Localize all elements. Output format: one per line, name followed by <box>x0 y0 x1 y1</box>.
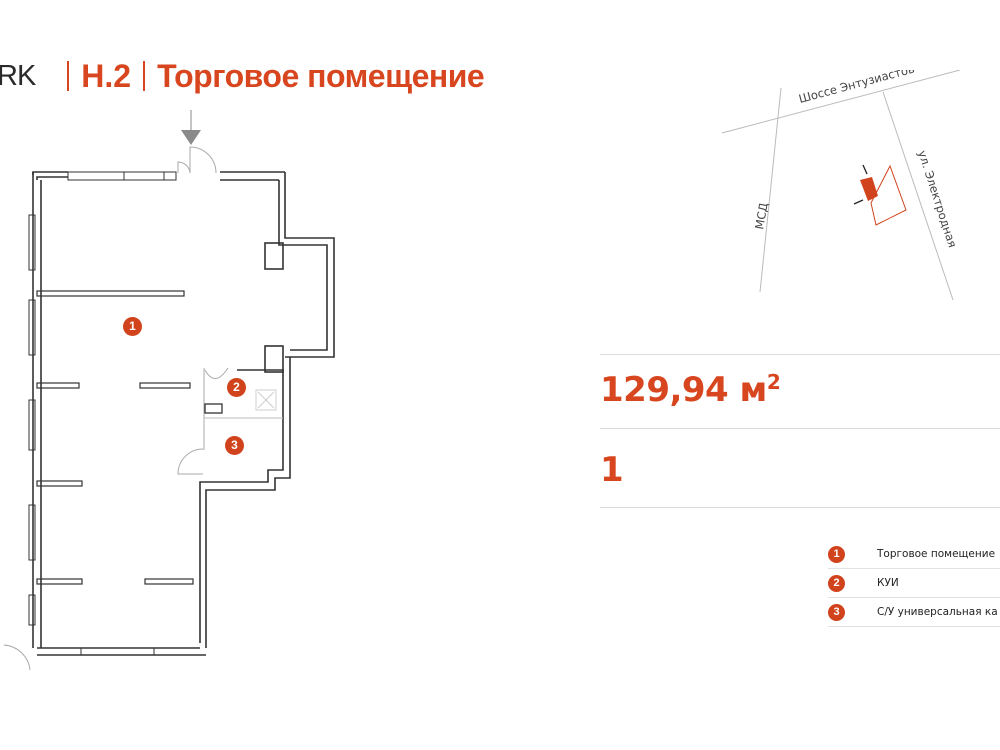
floor-plan <box>3 110 335 671</box>
site-map: Шоссе Энтузиастов МСД ул. Электродная <box>721 70 961 301</box>
road-label: ул. Электродная <box>915 149 960 250</box>
divider <box>600 428 1000 429</box>
page-title: Торговое помещение <box>157 57 485 94</box>
legend-badge: 2 <box>828 574 845 592</box>
page-header: RK Н.2 Торговое помещение <box>0 52 485 100</box>
road-shosse-entuziastov <box>721 70 961 134</box>
legend-label: КУИ <box>877 577 899 589</box>
legend-badge: 3 <box>828 603 845 621</box>
entrance-arrow-icon <box>862 164 868 175</box>
legend-item: 3 С/У универсальная ка <box>828 598 1000 627</box>
brand-logo: RK <box>0 59 36 92</box>
room-legend: 1 Торговое помещение 2 КУИ 3 С/У универс… <box>828 540 1000 627</box>
legend-item: 2 КУИ <box>828 569 1000 598</box>
road-label: МСД <box>752 202 770 231</box>
divider <box>600 354 1000 355</box>
room-badge-3: 3 <box>225 436 244 455</box>
title-separator <box>67 61 70 91</box>
unit-code: Н.2 <box>81 57 132 94</box>
road-label: Шоссе Энтузиастов <box>797 70 916 106</box>
floor-number: 1 <box>600 450 624 490</box>
building-footprint <box>860 164 907 226</box>
area-value: 129,94 м2 <box>600 370 781 410</box>
legend-badge: 1 <box>828 545 845 563</box>
room-badge-2: 2 <box>227 378 246 397</box>
title-separator <box>143 61 146 91</box>
road-msd <box>759 87 782 293</box>
road-elektrodnaya <box>882 91 954 301</box>
divider <box>600 507 1000 508</box>
legend-item: 1 Торговое помещение <box>828 540 1000 569</box>
entrance-arrow-icon <box>853 199 864 205</box>
room-badge-1: 1 <box>123 317 142 336</box>
entrance-arrow-icon <box>181 110 201 145</box>
legend-label: С/У универсальная ка <box>877 606 998 618</box>
legend-label: Торговое помещение <box>877 548 996 560</box>
